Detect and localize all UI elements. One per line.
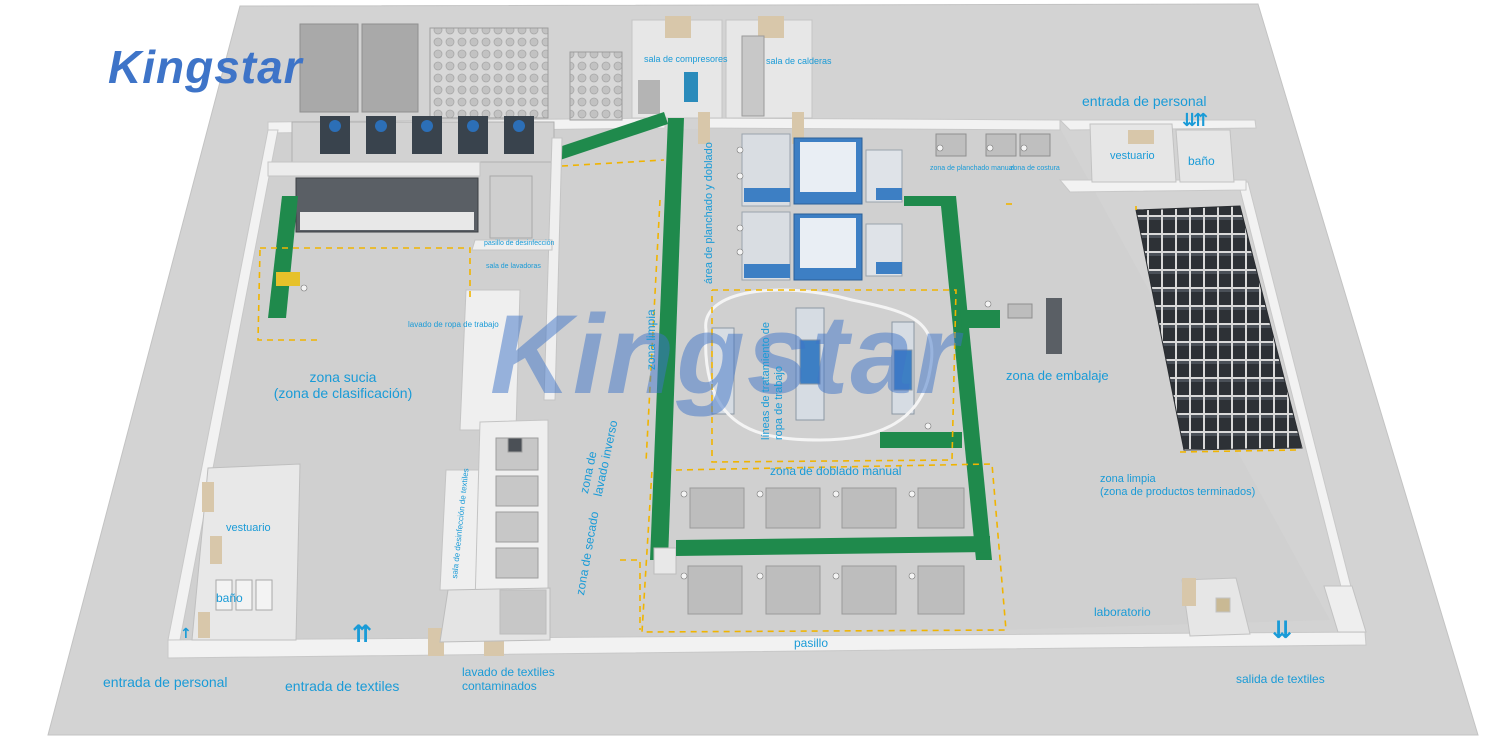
label-entrada-textiles: entrada de textiles bbox=[285, 678, 400, 694]
label-salida-textiles: salida de textiles bbox=[1236, 672, 1325, 686]
label-zona-limpia-line1: zona limpia bbox=[1100, 473, 1156, 485]
label-laboratorio: laboratorio bbox=[1094, 605, 1151, 619]
dashed-zone-outlines bbox=[257, 159, 1297, 633]
label-zona-doblado-manual: zona de doblado manual bbox=[770, 464, 902, 478]
label-lavado-contaminados-line1: lavado de textiles bbox=[462, 665, 555, 679]
washer-row bbox=[291, 116, 555, 163]
label-entrada-personal-top: entrada de personal bbox=[1082, 93, 1207, 109]
packing-station bbox=[1007, 298, 1062, 354]
label-zona-sucia: zona sucia (zona de clasificación) bbox=[262, 369, 424, 401]
compressor-equipment bbox=[638, 35, 765, 117]
label-bano-bottom: baño bbox=[216, 591, 243, 605]
label-pasillo: pasillo bbox=[794, 636, 829, 650]
label-sala-compresores: sala de compresores bbox=[644, 54, 728, 64]
doors-top bbox=[665, 16, 804, 144]
label-pasillo-desinfeccion: pasillo de desinfección bbox=[484, 240, 555, 247]
incline-conveyor bbox=[556, 112, 668, 160]
label-zona-limpia: zona limpia (zona de productos terminado… bbox=[1100, 473, 1290, 498]
door-top-right bbox=[1128, 130, 1154, 144]
label-lavado-contaminados: lavado de textiles contaminados bbox=[462, 665, 555, 694]
brand-watermark: Kingstar bbox=[490, 292, 961, 417]
label-entrada-personal-bottom: entrada de personal bbox=[103, 674, 228, 690]
label-lavado-contaminados-line2: contaminados bbox=[462, 678, 537, 693]
drying-cabinets bbox=[299, 23, 623, 121]
dryer-units bbox=[495, 437, 539, 579]
label-zona-planchado-manual: zona de planchado manual bbox=[930, 165, 1015, 172]
label-zona-limpia-vertical: zona limpia bbox=[644, 309, 658, 370]
conveyor-top-horizontal bbox=[904, 196, 956, 206]
clean-conveyor-vertical bbox=[650, 118, 684, 560]
conveyor-right-vertical bbox=[940, 196, 992, 560]
label-sala-calderas: sala de calderas bbox=[766, 56, 832, 66]
label-bano-top: baño bbox=[1188, 154, 1215, 168]
label-lineas-tratamiento: líneas de tratamiento de ropa de trabajo bbox=[760, 321, 785, 440]
folding-tables bbox=[687, 487, 965, 615]
label-zona-limpia-line2: (zona de productos terminados) bbox=[1100, 485, 1256, 498]
label-zona-costura: zona de costura bbox=[1010, 165, 1060, 172]
label-vestuario-bottom: vestuario bbox=[226, 522, 271, 534]
conveyor-folding-bottom bbox=[676, 536, 990, 556]
label-lavado-ropa-trabajo: lavado de ropa de trabajo bbox=[408, 320, 499, 329]
conveyor-to-packing bbox=[960, 310, 1000, 328]
sorting-conveyor bbox=[268, 196, 298, 318]
label-sala-lavado: sala de lavadoras bbox=[486, 263, 541, 270]
label-vestuario-top: vestuario bbox=[1110, 150, 1155, 162]
label-zona-sucia-line1: zona sucia bbox=[309, 369, 377, 385]
brand-logo: Kingstar bbox=[108, 41, 303, 93]
laboratory-room bbox=[1181, 577, 1251, 637]
exit-wall bbox=[1323, 585, 1367, 633]
arrow-entrada-personal-bottom: ↑ bbox=[180, 626, 192, 642]
garment-tunnel-lines bbox=[711, 307, 915, 421]
label-area-planchado: área de planchado y doblado bbox=[703, 142, 715, 284]
label-zona-embalaje: zona de embalaje bbox=[1006, 368, 1109, 383]
door-lab bbox=[1182, 578, 1196, 606]
arrow-salida-textiles: ⇊ bbox=[1272, 616, 1292, 644]
arrow-entrada-textiles: ⇈ bbox=[352, 620, 372, 648]
conveyor-folding-top bbox=[880, 432, 962, 448]
worker-figures bbox=[300, 144, 1028, 580]
manual-ironing-tables bbox=[935, 133, 1051, 157]
contaminated-rooms bbox=[439, 587, 551, 643]
label-zona-sucia-line2: (zona de clasificación) bbox=[273, 385, 413, 402]
tunnel-washer bbox=[267, 161, 533, 239]
ironing-lines bbox=[741, 133, 903, 281]
finished-goods-racks bbox=[1135, 205, 1303, 451]
arrow-entrada-personal-top: ⇊⇈ bbox=[1182, 110, 1208, 131]
toilet-stalls bbox=[215, 579, 273, 611]
staff-rooms-top bbox=[1089, 123, 1235, 183]
